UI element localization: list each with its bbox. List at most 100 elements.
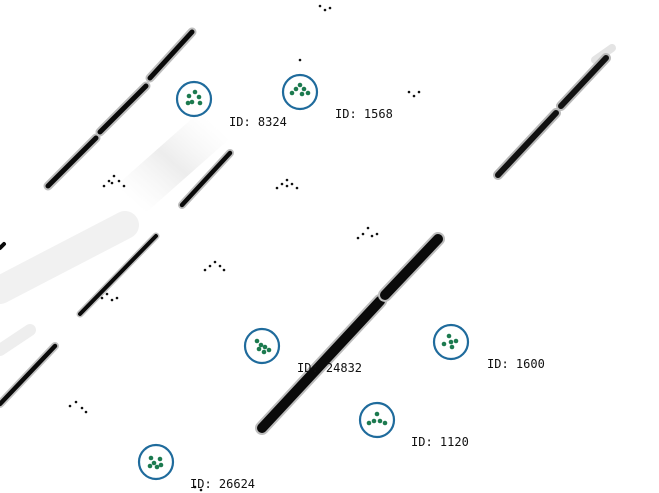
scatter-dot bbox=[375, 232, 379, 236]
scatter-dot bbox=[328, 6, 332, 10]
point-cluster bbox=[68, 4, 421, 492]
scatter-dot bbox=[318, 4, 322, 8]
marker-dot bbox=[157, 456, 163, 462]
scatter-dot bbox=[115, 296, 119, 300]
object-marker[interactable] bbox=[137, 443, 175, 481]
cluster-marker-icon bbox=[137, 443, 175, 481]
scatter-dot bbox=[105, 292, 109, 296]
marker-ring bbox=[358, 401, 396, 439]
scatter-dot bbox=[298, 58, 302, 62]
scatter-dot bbox=[199, 488, 203, 492]
scatter-dot bbox=[285, 178, 289, 182]
scatter-dot bbox=[290, 182, 294, 186]
cluster-marker-icon bbox=[175, 80, 213, 118]
marker-ring bbox=[281, 73, 319, 111]
scatter-dot bbox=[74, 400, 78, 404]
marker-dot bbox=[196, 94, 202, 100]
faint-streak bbox=[0, 211, 139, 304]
marker-dot bbox=[258, 342, 264, 348]
scatter-dot bbox=[203, 268, 207, 272]
dark-streak bbox=[76, 232, 160, 318]
marker-dot bbox=[186, 93, 192, 99]
marker-dot bbox=[197, 100, 203, 106]
marker-dot bbox=[382, 420, 388, 426]
dark-streak bbox=[43, 27, 197, 191]
scatter-dot bbox=[218, 264, 222, 268]
scatter-dot bbox=[323, 8, 327, 12]
object-id-label: ID: 8324 bbox=[229, 115, 287, 129]
marker-dot bbox=[301, 86, 307, 92]
scatter-dot bbox=[361, 232, 365, 236]
object-marker[interactable] bbox=[432, 323, 470, 361]
marker-dot bbox=[366, 420, 372, 426]
marker-dot bbox=[446, 333, 452, 339]
dark-streak bbox=[0, 242, 6, 250]
object-marker[interactable] bbox=[175, 80, 213, 118]
cluster-marker-icon bbox=[281, 73, 319, 111]
scatter-dot bbox=[193, 485, 197, 489]
scatter-dot bbox=[407, 90, 411, 94]
marker-dot bbox=[148, 455, 154, 461]
scatter-dot bbox=[100, 296, 104, 300]
marker-dot bbox=[289, 90, 295, 96]
marker-dot bbox=[305, 90, 311, 96]
marker-dot bbox=[154, 464, 160, 470]
scatter-dot bbox=[208, 264, 212, 268]
object-id-label: ID: 1120 bbox=[411, 435, 469, 449]
marker-dot bbox=[185, 100, 191, 106]
scatter-dot bbox=[370, 234, 374, 238]
marker-dot bbox=[158, 462, 164, 468]
scatter-dot bbox=[285, 184, 289, 188]
scatter-dot bbox=[122, 184, 126, 188]
scatter-dot bbox=[280, 182, 284, 186]
scatter-dot bbox=[117, 179, 121, 183]
marker-dot bbox=[151, 460, 157, 466]
dark-streak bbox=[255, 232, 445, 435]
marker-dot bbox=[374, 411, 380, 417]
marker-dot bbox=[256, 346, 262, 352]
scatter-dot bbox=[102, 184, 106, 188]
faint-streak bbox=[110, 105, 235, 220]
object-id-label: ID: 26624 bbox=[190, 477, 256, 491]
scatter-dot bbox=[275, 186, 279, 190]
object-id-label: ID: 1568 bbox=[335, 107, 393, 121]
marker-dot bbox=[297, 82, 303, 88]
scatter-dot bbox=[68, 404, 72, 408]
scatter-dot bbox=[84, 410, 88, 414]
object-marker[interactable] bbox=[243, 327, 281, 365]
faint-streak bbox=[0, 324, 36, 356]
object-id-label: ID: 1600 bbox=[487, 357, 545, 371]
object-marker[interactable] bbox=[281, 73, 319, 111]
cluster-marker-icon bbox=[432, 323, 470, 361]
scatter-dot bbox=[295, 186, 299, 190]
scatter-dot bbox=[107, 179, 111, 183]
cluster-marker-icon bbox=[358, 401, 396, 439]
scatter-dot bbox=[412, 94, 416, 98]
marker-dot bbox=[254, 338, 260, 344]
scatter-dot bbox=[356, 236, 360, 240]
marker-dot bbox=[449, 344, 455, 350]
marker-dot bbox=[147, 463, 153, 469]
scatter-dot bbox=[417, 90, 421, 94]
scatter-dot bbox=[222, 268, 226, 272]
scatter-dot bbox=[213, 260, 217, 264]
scatter-dot bbox=[110, 298, 114, 302]
dark-streak bbox=[493, 53, 611, 180]
scatter-dot bbox=[110, 181, 114, 185]
object-marker[interactable] bbox=[358, 401, 396, 439]
marker-dot bbox=[192, 89, 198, 95]
cluster-marker-icon bbox=[243, 327, 281, 365]
marker-dot bbox=[377, 418, 383, 424]
marker-dot bbox=[293, 86, 299, 92]
marker-dot bbox=[448, 339, 454, 345]
dark-streak bbox=[178, 149, 234, 209]
marker-dot bbox=[261, 349, 267, 355]
marker-dot bbox=[371, 418, 377, 424]
marker-dot bbox=[299, 91, 305, 97]
marker-dot bbox=[453, 338, 459, 344]
marker-dot bbox=[262, 344, 268, 350]
scatter-dot bbox=[366, 226, 370, 230]
dark-streak bbox=[0, 342, 59, 408]
